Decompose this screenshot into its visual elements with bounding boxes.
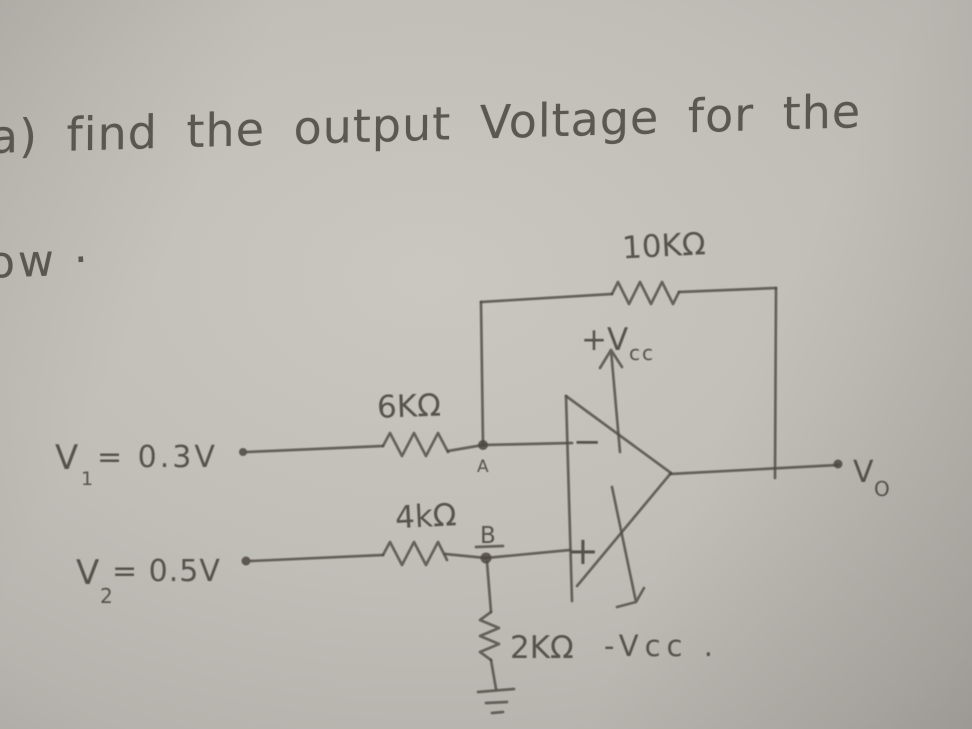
wire-r3-to-ground	[489, 658, 498, 691]
input2-resistor-label: 4kΩ	[394, 497, 457, 536]
ground-bar-3	[490, 710, 505, 715]
wire-node-b-to-opamp	[484, 548, 572, 560]
connection-dots	[239, 440, 843, 566]
source2-symbol: V	[76, 553, 99, 593]
output-terminal-dot	[833, 459, 843, 469]
feedback-resistor-label: 10KΩ	[621, 226, 706, 266]
vcc-plus-arrow-icon	[598, 348, 624, 454]
source2-subscript: 2	[100, 584, 113, 608]
ground-symbol-icon	[476, 687, 516, 715]
wire-feedback-top-right	[677, 286, 778, 294]
node-a-dot	[478, 440, 488, 450]
source1-symbol: V	[55, 438, 78, 478]
supply-arrows	[598, 348, 646, 609]
resistor-10k-zigzag	[610, 280, 681, 306]
opamp-noninverting-mark: +	[567, 529, 599, 573]
opamp-left-edge	[564, 394, 574, 603]
ground-resistor-label: 2KΩ	[510, 630, 574, 666]
resistor-6k-zigzag	[381, 431, 450, 458]
vcc-minus-arrow-icon	[610, 485, 646, 609]
wire-node-a-to-opamp	[481, 441, 574, 447]
wire-r1-to-node-a	[446, 443, 485, 453]
vcc-minus-label: -Vcc .	[604, 629, 719, 663]
node-b-underline	[474, 544, 505, 549]
wire-node-b-to-r3	[485, 560, 493, 614]
ground-bar-1	[476, 687, 516, 694]
wire-feedback-top-left	[479, 292, 614, 304]
source1-subscript: 1	[81, 468, 93, 490]
input1-resistor-label: 6KΩ	[376, 388, 441, 426]
node-b-label: B	[480, 523, 496, 549]
vcc-plus-subscript: cc	[629, 341, 655, 365]
v1-terminal-dot	[239, 448, 247, 456]
output-symbol: V	[853, 455, 874, 490]
source1-value: = 0.3V	[97, 440, 218, 475]
source2-value: = 0.5V	[112, 554, 221, 589]
wire-v1-to-r1	[245, 444, 385, 454]
opamp-inverting-mark: −	[573, 422, 602, 462]
resistor-2k-zigzag	[478, 610, 501, 662]
vcc-plus-label: +V	[581, 322, 628, 358]
opamp-bottom-edge	[575, 471, 673, 588]
node-a-label: A	[477, 457, 489, 477]
v2-terminal-dot	[241, 556, 251, 566]
resistor-4k-zigzag	[381, 540, 449, 567]
wire-feedback-right	[773, 286, 778, 480]
wire-output	[668, 463, 840, 476]
node-b-dot	[480, 552, 492, 564]
ground-bar-2	[484, 700, 509, 705]
output-subscript: O	[874, 477, 890, 501]
resistor-symbols	[381, 280, 681, 662]
circuit-wires	[245, 286, 840, 691]
wire-r2-to-node-b	[443, 552, 488, 560]
wire-v2-to-r2	[249, 553, 385, 563]
wire-feedback-left	[479, 300, 485, 446]
